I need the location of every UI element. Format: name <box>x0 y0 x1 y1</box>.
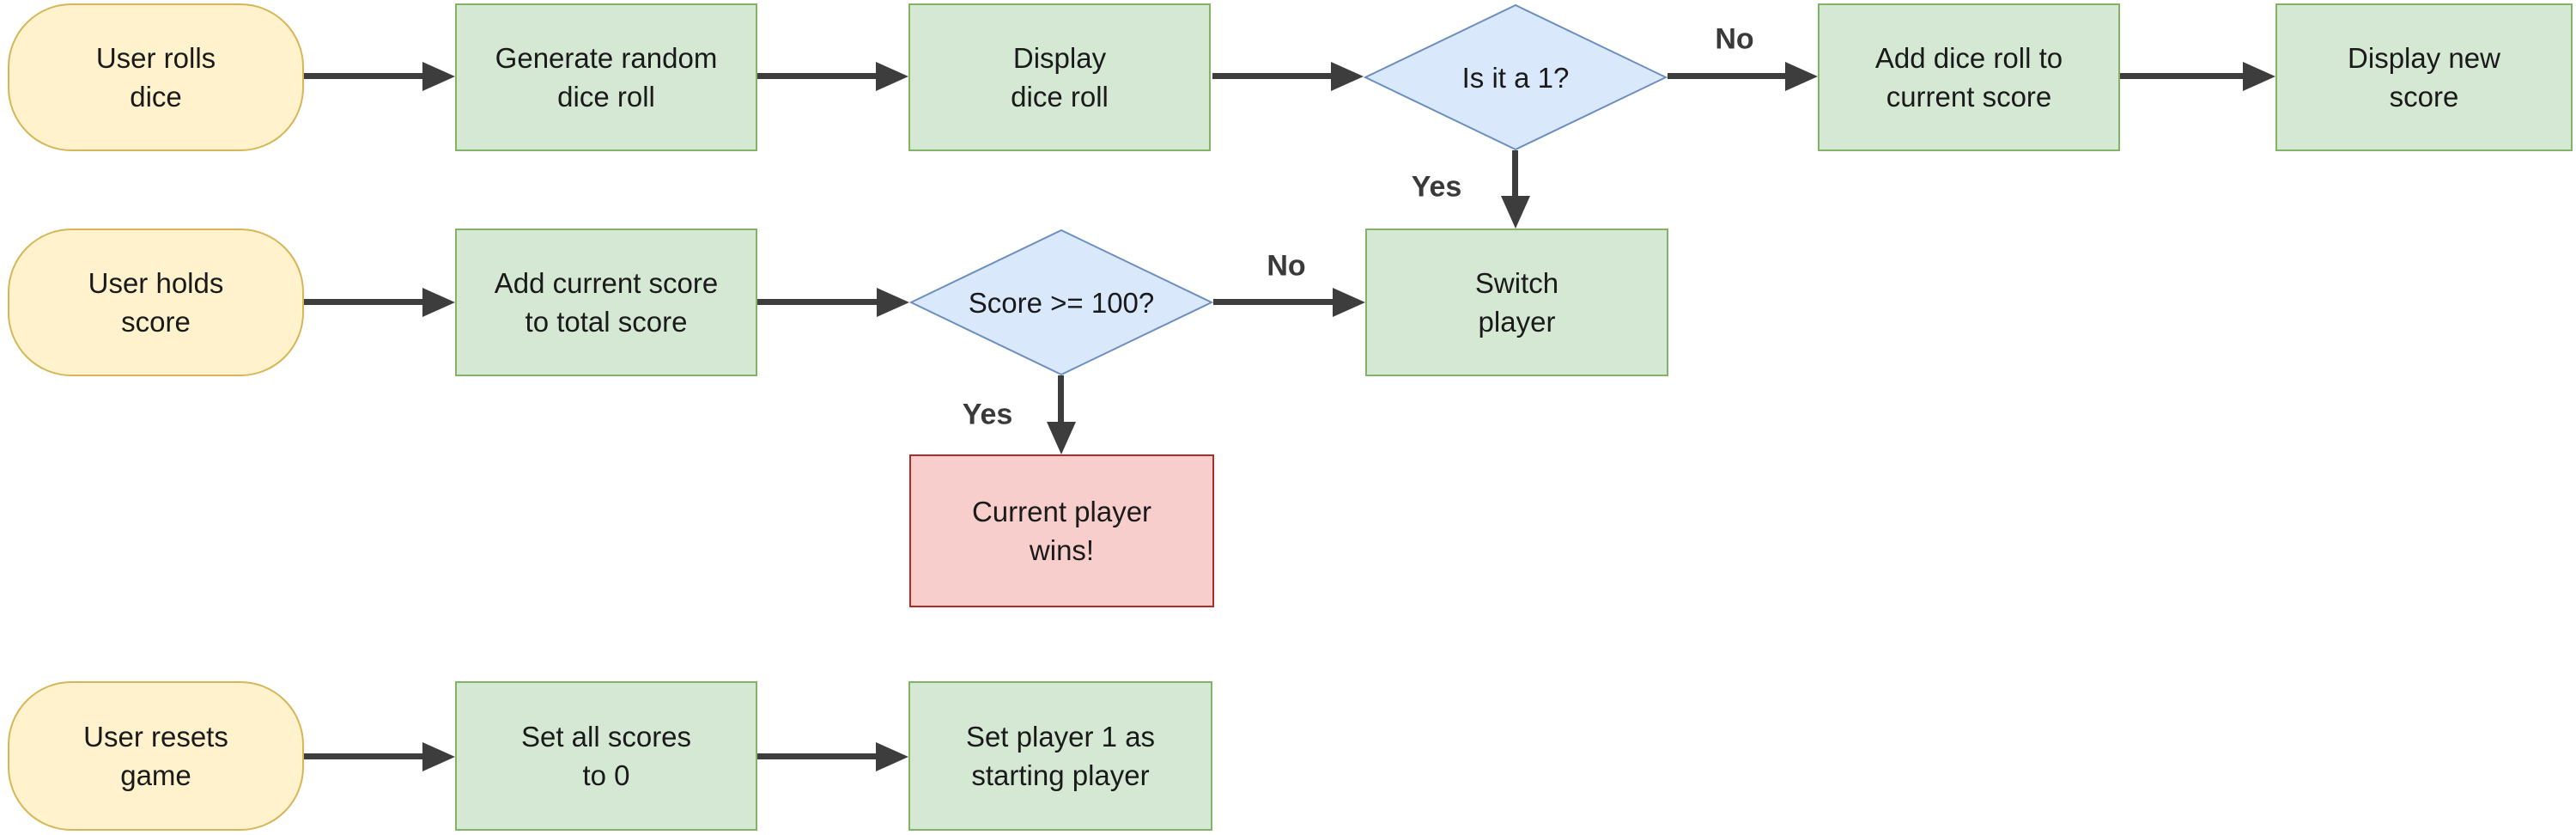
node-label: Display dice roll <box>1011 42 1109 113</box>
node-add-dice-roll-to-current-score[interactable]: Add dice roll to current score <box>1818 3 2120 151</box>
arrow-decision1-no-to-add <box>1668 73 1787 79</box>
arrow-setscores-to-setplayer <box>757 753 878 759</box>
node-label: User rolls dice <box>95 42 216 113</box>
arrowhead-right-icon <box>422 62 455 91</box>
arrowhead-right-icon <box>877 288 909 317</box>
node-generate-random-dice-roll[interactable]: Generate random dice roll <box>455 3 757 151</box>
arrowhead-right-icon <box>1331 62 1364 91</box>
arrow-reset-to-setscores <box>304 753 424 759</box>
arrowhead-down-icon <box>1047 422 1076 454</box>
node-label: Current player wins! <box>971 496 1152 566</box>
diamond-shape <box>909 229 1213 375</box>
arrowhead-right-icon <box>876 742 908 771</box>
node-decision-is-it-a-1[interactable]: Is it a 1? <box>1364 4 1668 150</box>
node-label: User resets game <box>83 721 228 791</box>
node-label: User holds score <box>88 267 224 338</box>
edge-label-yes-decision2: Yes <box>962 398 1013 431</box>
arrow-generate-to-display <box>757 73 878 79</box>
node-switch-player[interactable]: Switch player <box>1365 229 1668 376</box>
arrowhead-right-icon <box>876 62 908 91</box>
node-user-rolls-dice[interactable]: User rolls dice <box>8 3 304 151</box>
arrow-hold-to-addtotal <box>304 299 424 305</box>
arrow-start-to-generate <box>304 73 424 79</box>
node-display-new-score[interactable]: Display new score <box>2275 3 2573 151</box>
arrow-decision2-no-to-switch <box>1213 299 1333 305</box>
node-user-holds-score[interactable]: User holds score <box>8 229 304 376</box>
node-current-player-wins[interactable]: Current player wins! <box>909 454 1214 607</box>
edge-label-yes-decision1: Yes <box>1411 170 1462 204</box>
node-label: Add dice roll to current score <box>1874 42 2063 113</box>
arrowhead-right-icon <box>422 742 455 771</box>
edge-label-no-decision1: No <box>1715 22 1754 56</box>
node-set-all-scores-to-0[interactable]: Set all scores to 0 <box>455 681 757 831</box>
node-label: Is it a 1? <box>1461 61 1570 94</box>
arrowhead-right-icon <box>1785 62 1818 91</box>
node-display-dice-roll[interactable]: Display dice roll <box>908 3 1211 151</box>
arrow-add-to-display-new <box>2120 73 2245 79</box>
node-add-current-score-to-total-score[interactable]: Add current score to total score <box>455 229 757 376</box>
node-decision-score-gte-100[interactable]: Score >= 100? <box>909 229 1213 375</box>
diamond-shape <box>1364 4 1668 150</box>
node-label: Set player 1 as starting player <box>965 721 1156 791</box>
node-label: Set all scores to 0 <box>520 721 692 791</box>
node-label: Score >= 100? <box>968 286 1155 319</box>
arrow-addtotal-to-decision2 <box>757 299 878 305</box>
arrowhead-right-icon <box>2243 62 2275 91</box>
node-label: Add current score to total score <box>494 267 719 338</box>
arrowhead-down-icon <box>1501 196 1530 229</box>
node-user-resets-game[interactable]: User resets game <box>8 681 304 831</box>
edge-label-no-decision2: No <box>1267 249 1306 283</box>
node-set-player-1-as-starting-player[interactable]: Set player 1 as starting player <box>908 681 1212 831</box>
node-label: Switch player <box>1474 267 1559 338</box>
arrow-decision2-yes-to-wins <box>1058 375 1064 424</box>
arrowhead-right-icon <box>1333 288 1365 317</box>
arrow-display-to-decision1 <box>1212 73 1333 79</box>
node-label: Generate random dice roll <box>495 42 718 113</box>
node-label: Display new score <box>2348 42 2500 113</box>
arrowhead-right-icon <box>422 288 455 317</box>
arrow-decision1-yes-to-switch <box>1512 150 1518 197</box>
